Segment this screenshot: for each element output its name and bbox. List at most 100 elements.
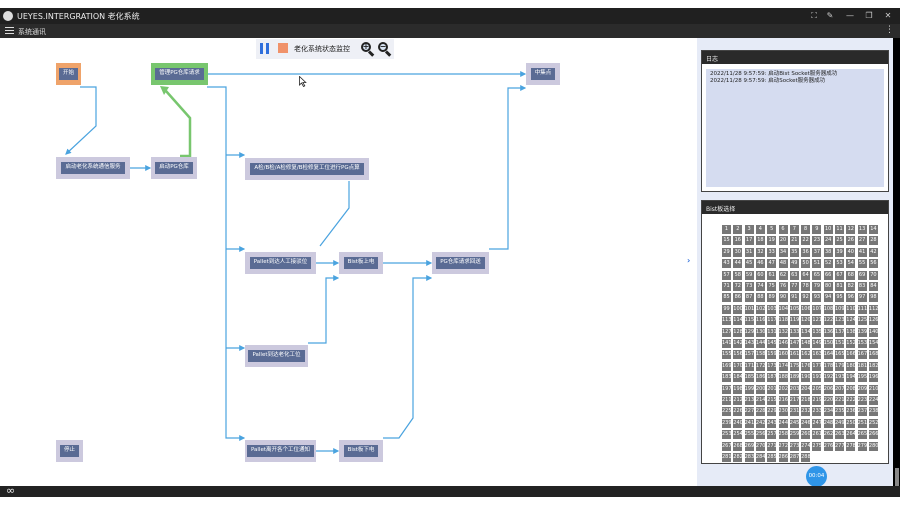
bist-board-cell[interactable]: 85: [722, 293, 731, 303]
bist-board-cell[interactable]: 156: [733, 350, 743, 360]
bist-board-cell[interactable]: 158: [755, 350, 765, 360]
bist-board-cell[interactable]: 87: [744, 293, 754, 303]
bist-board-cell[interactable]: 175: [789, 361, 799, 371]
bist-board-cell[interactable]: 220: [823, 396, 833, 405]
bist-board-cell[interactable]: 140: [868, 327, 878, 337]
bist-board-cell[interactable]: 59: [744, 270, 754, 280]
bist-board-cell[interactable]: 248: [823, 418, 833, 428]
bist-board-cell[interactable]: 29: [722, 247, 731, 257]
bist-board-cell[interactable]: 54: [846, 259, 856, 269]
bist-board-cell[interactable]: 124: [846, 316, 856, 326]
bist-board-cell[interactable]: 103: [767, 304, 777, 314]
bist-board-cell[interactable]: 81: [835, 282, 844, 291]
bist-board-cell[interactable]: 75: [767, 282, 777, 291]
bist-board-cell[interactable]: 221: [835, 396, 844, 405]
bist-board-cell[interactable]: 31: [744, 247, 754, 257]
bist-board-cell[interactable]: 117: [767, 316, 777, 326]
bist-board-cell[interactable]: 166: [846, 350, 856, 360]
bist-board-cell[interactable]: 279: [857, 441, 867, 451]
bist-board-cell[interactable]: 95: [835, 293, 844, 303]
bist-board-cell[interactable]: 169: [722, 361, 731, 371]
bist-board-cell[interactable]: 287: [789, 453, 799, 462]
bist-board-cell[interactable]: 177: [812, 361, 822, 371]
bist-board-cell[interactable]: 239: [722, 418, 731, 428]
bist-board-cell[interactable]: 209: [857, 384, 867, 394]
bist-board-cell[interactable]: 201: [767, 384, 777, 394]
bist-board-cell[interactable]: 271: [767, 441, 777, 451]
bist-board-cell[interactable]: 53: [835, 259, 844, 269]
bist-board-cell[interactable]: 135: [812, 327, 822, 337]
bist-board-cell[interactable]: 43: [722, 259, 731, 269]
bist-board-cell[interactable]: 83: [857, 282, 867, 291]
bist-board-cell[interactable]: 48: [778, 259, 788, 269]
more-options-icon[interactable]: ⋮: [885, 25, 894, 35]
bist-board-cell[interactable]: 252: [868, 418, 878, 428]
bist-board-cell[interactable]: 219: [812, 396, 822, 405]
node-pallet-aging[interactable]: Pallet到达老化工位: [245, 345, 308, 367]
bist-board-cell[interactable]: 136: [823, 327, 833, 337]
restore-button[interactable]: ❐: [865, 11, 873, 20]
bist-board-cell[interactable]: 273: [789, 441, 799, 451]
bist-board-cell[interactable]: 146: [778, 339, 788, 348]
bist-board-cell[interactable]: 107: [812, 304, 822, 314]
bist-board-cell[interactable]: 174: [778, 361, 788, 371]
scrollbar-thumb[interactable]: [895, 468, 899, 486]
bist-board-cell[interactable]: 253: [722, 430, 731, 440]
bist-board-cell[interactable]: 118: [778, 316, 788, 326]
bist-board-cell[interactable]: 205: [812, 384, 822, 394]
bist-board-cell[interactable]: 240: [733, 418, 743, 428]
bist-board-cell[interactable]: 86: [733, 293, 743, 303]
bist-board-cell[interactable]: 73: [744, 282, 754, 291]
bist-board-cell[interactable]: 30: [733, 247, 743, 257]
bist-board-cell[interactable]: 159: [767, 350, 777, 360]
bist-board-cell[interactable]: 44: [733, 259, 743, 269]
bist-board-cell[interactable]: 112: [868, 304, 878, 314]
bist-board-cell[interactable]: 157: [744, 350, 754, 360]
bist-board-cell[interactable]: 223: [857, 396, 867, 405]
bist-board-cell[interactable]: 116: [755, 316, 765, 326]
bist-board-cell[interactable]: 147: [789, 339, 799, 348]
bist-board-cell[interactable]: 39: [835, 247, 844, 257]
bist-board-cell[interactable]: 226: [733, 407, 743, 417]
bist-board-cell[interactable]: 78: [801, 282, 811, 291]
bist-board-cell[interactable]: 217: [789, 396, 799, 405]
bist-board-cell[interactable]: 92: [801, 293, 811, 303]
bist-board-cell[interactable]: 126: [868, 316, 878, 326]
bist-board-cell[interactable]: 244: [778, 418, 788, 428]
bist-board-cell[interactable]: 242: [755, 418, 765, 428]
bist-board-cell[interactable]: 122: [823, 316, 833, 326]
bist-board-cell[interactable]: 258: [778, 430, 788, 440]
bist-board-cell[interactable]: 89: [767, 293, 777, 303]
bist-board-cell[interactable]: 38: [823, 247, 833, 257]
bist-board-cell[interactable]: 222: [846, 396, 856, 405]
minimize-button[interactable]: —: [846, 11, 854, 20]
bist-board-cell[interactable]: 60: [755, 270, 765, 280]
bist-board-cell[interactable]: 106: [801, 304, 811, 314]
bist-board-cell[interactable]: 13: [857, 225, 867, 234]
bist-board-cell[interactable]: 161: [789, 350, 799, 360]
bist-board-cell[interactable]: 275: [812, 441, 822, 451]
bist-board-cell[interactable]: 186: [755, 373, 765, 383]
bist-board-cell[interactable]: 176: [801, 361, 811, 371]
bist-board-cell[interactable]: 8: [801, 225, 811, 234]
bist-board-cell[interactable]: 82: [846, 282, 856, 291]
bist-board-cell[interactable]: 199: [744, 384, 754, 394]
bist-board-cell[interactable]: 65: [812, 270, 822, 280]
bist-board-cell[interactable]: 181: [857, 361, 867, 371]
bist-board-cell[interactable]: 282: [733, 453, 743, 462]
menu-communication[interactable]: 系统通讯: [18, 28, 46, 36]
bist-board-cell[interactable]: 4: [755, 225, 765, 234]
bist-board-cell[interactable]: 277: [835, 441, 844, 451]
bist-board-cell[interactable]: 179: [835, 361, 844, 371]
bist-board-cell[interactable]: 125: [857, 316, 867, 326]
bist-board-cell[interactable]: 210: [868, 384, 878, 394]
scrollbar-track[interactable]: [893, 38, 900, 486]
bist-board-cell[interactable]: 288: [801, 453, 811, 462]
bist-board-cell[interactable]: 200: [755, 384, 765, 394]
bist-board-cell[interactable]: 216: [778, 396, 788, 405]
bist-board-cell[interactable]: 155: [722, 350, 731, 360]
bist-board-cell[interactable]: 69: [857, 270, 867, 280]
node-bist-power-off[interactable]: Bist板下电: [339, 440, 383, 462]
bist-board-cell[interactable]: 77: [789, 282, 799, 291]
bist-board-cell[interactable]: 10: [823, 225, 833, 234]
